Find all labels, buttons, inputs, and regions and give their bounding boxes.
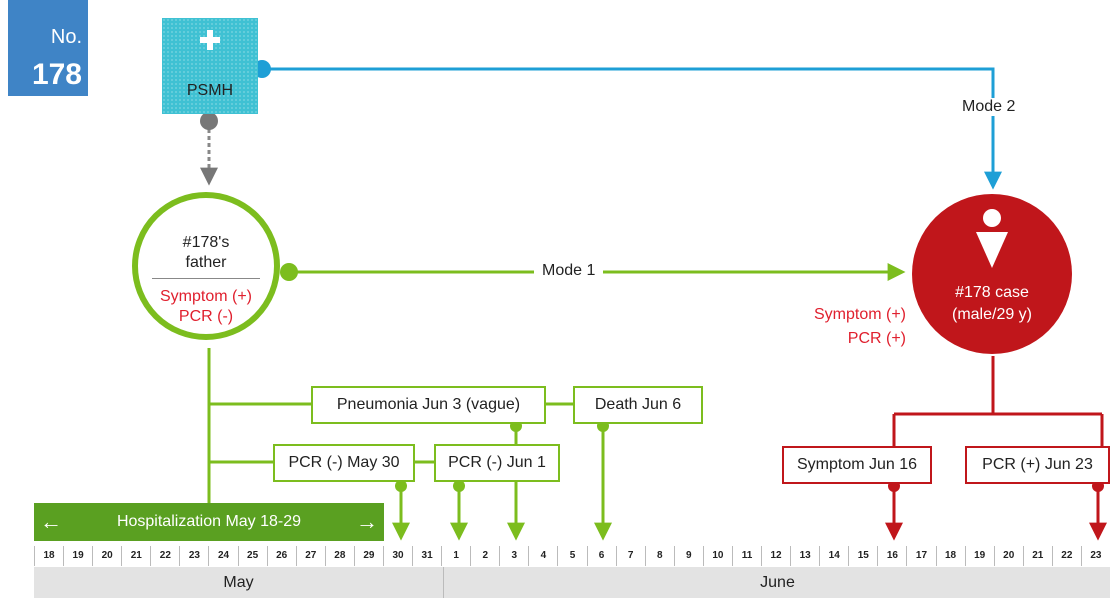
- timeline-day: 28: [324, 546, 354, 566]
- father-pcr: PCR (-): [178, 308, 234, 325]
- timeline-day: 22: [1051, 546, 1081, 566]
- pcr-may30-event: PCR (-) May 30: [273, 444, 415, 482]
- arrow-left-icon: ←: [40, 509, 62, 534]
- timeline-day: 10: [702, 546, 732, 566]
- timeline-day: 7: [615, 546, 645, 566]
- timeline-day: 22: [150, 546, 179, 566]
- timeline-day: 24: [208, 546, 237, 566]
- case-symptom: Symptom (+): [813, 306, 906, 323]
- timeline-day: 16: [877, 546, 906, 566]
- badge-number: 178: [31, 58, 82, 91]
- timeline-day: 18: [34, 546, 63, 566]
- timeline-day: 29: [353, 546, 383, 566]
- timeline-day: 30: [382, 546, 412, 566]
- hospital-node: PSMH: [162, 18, 258, 114]
- case-number-badge: No. 178: [8, 0, 88, 96]
- month-june: June: [443, 567, 1110, 598]
- case-node: #178 case (male/29 y): [912, 194, 1072, 354]
- timeline-day: 15: [848, 546, 877, 566]
- timeline-day: 4: [528, 546, 557, 566]
- case-event-branches: [892, 356, 1104, 446]
- hospital-to-father-connector: [200, 112, 218, 186]
- timeline-day: 6: [586, 546, 616, 566]
- month-may: May: [223, 574, 254, 591]
- timeline-day: 27: [295, 546, 325, 566]
- pcr-jun23-event: PCR (+) Jun 23: [965, 446, 1110, 484]
- case-label-line1: #178 case: [955, 284, 1029, 301]
- timeline-day: 17: [906, 546, 935, 566]
- timeline-day: 5: [557, 546, 586, 566]
- arrow-right-icon: →: [356, 509, 378, 534]
- father-event-branches: [207, 348, 573, 508]
- timeline-day: 20: [92, 546, 121, 566]
- month-bar: May June: [34, 567, 1110, 598]
- case-pcr: PCR (+): [847, 330, 906, 347]
- father-node: #178's father Symptom (+) PCR (-): [132, 192, 280, 340]
- hospitalization-label: Hospitalization May 18-29: [116, 513, 302, 530]
- father-divider: [152, 278, 260, 279]
- mode2-label: Mode 2: [954, 98, 1024, 116]
- badge-no-label: No.: [50, 26, 82, 48]
- timeline-day: 1: [441, 546, 470, 566]
- mode1-label: Mode 1: [534, 262, 604, 280]
- timeline-day: 3: [499, 546, 528, 566]
- timeline-day: 9: [673, 546, 703, 566]
- timeline-day: 8: [644, 546, 674, 566]
- timeline-day: 20: [993, 546, 1023, 566]
- timeline-day: 13: [790, 546, 819, 566]
- case-event-drops: [885, 480, 1107, 541]
- timeline-day: 11: [731, 546, 761, 566]
- father-label-line1: #178's: [182, 234, 230, 251]
- hospitalization-bar: ← Hospitalization May 18-29 →: [34, 503, 384, 541]
- symptom-jun16-event: Symptom Jun 16: [782, 446, 932, 484]
- timeline-day: 21: [121, 546, 150, 566]
- timeline-day: 19: [63, 546, 92, 566]
- mode2-connector: [253, 60, 1002, 190]
- case-label-line2: (male/29 y): [951, 306, 1033, 323]
- timeline-day: 21: [1022, 546, 1052, 566]
- timeline-day: 19: [964, 546, 994, 566]
- death-event: Death Jun 6: [573, 386, 703, 424]
- timeline-day: 31: [412, 546, 441, 566]
- person-icon: [976, 209, 1008, 268]
- father-symptom: Symptom (+): [159, 288, 252, 305]
- timeline-day: 14: [819, 546, 848, 566]
- cross-icon: [200, 30, 220, 50]
- timeline-day: 25: [237, 546, 267, 566]
- timeline-day: 12: [761, 546, 790, 566]
- timeline-day: 26: [266, 546, 296, 566]
- pneumonia-event: Pneumonia Jun 3 (vague): [311, 386, 546, 424]
- timeline-day: 2: [470, 546, 499, 566]
- hospital-name: PSMH: [186, 82, 234, 99]
- father-label-line2: father: [185, 254, 227, 271]
- timeline-day: 23: [179, 546, 208, 566]
- pcr-jun1-event: PCR (-) Jun 1: [434, 444, 560, 482]
- timeline-day: 23: [1080, 546, 1110, 566]
- timeline-day: 18: [935, 546, 965, 566]
